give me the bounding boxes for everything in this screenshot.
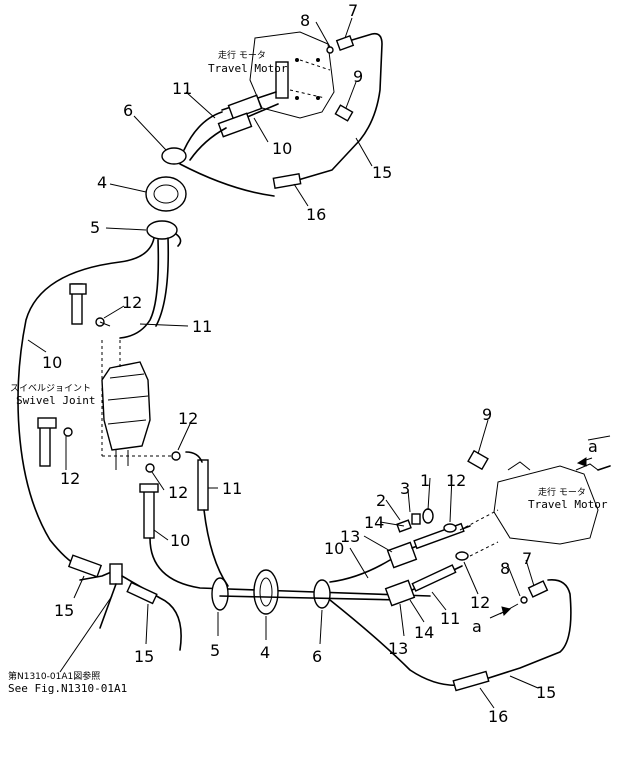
callout-7-right: 7	[522, 549, 532, 568]
callout-11-center: 11	[222, 479, 242, 498]
callout-10-center: 10	[170, 531, 190, 550]
callout-8-top: 8	[300, 11, 310, 30]
see-fig-label: See Fig.N1310-01A1	[8, 682, 127, 695]
callout-8-right: 8	[500, 559, 510, 578]
callout-11-top: 11	[172, 79, 192, 98]
callout-10-left: 10	[42, 353, 62, 372]
hoses-lower	[67, 509, 431, 651]
callout-12-upper: 12	[122, 293, 142, 312]
callout-2: 2	[376, 491, 386, 510]
fitting-9-right	[467, 449, 489, 471]
travel-motor-top: 走行 モータ Travel Motor	[208, 31, 335, 119]
reference-arrows: a a	[472, 437, 598, 636]
swivel-fittings	[37, 283, 209, 539]
callout-15-bottom: 15	[134, 647, 154, 666]
callout-15-left: 15	[54, 601, 74, 620]
hoses-left	[17, 237, 170, 567]
callout-6-top: 6	[123, 101, 133, 120]
callout-10-top: 10	[272, 139, 292, 158]
callout-15-right: 15	[536, 683, 556, 702]
see-fig-jp: 第N1310-01A1図参照	[8, 670, 100, 682]
callout-12-right: 12	[446, 471, 466, 490]
see-figure-note: 第N1310-01A1図参照 See Fig.N1310-01A1	[8, 595, 127, 695]
travel-motor-right: 走行 モータ Travel Motor	[493, 461, 611, 545]
clamp-top	[161, 147, 275, 197]
right-fittings	[329, 508, 499, 607]
callout-7-top: 7	[348, 1, 358, 20]
callout-12-mid: 12	[178, 409, 198, 428]
swivel-joint-label: Swivel Joint	[16, 394, 95, 407]
hose-bottom-right	[329, 435, 611, 692]
callout-4-bottom: 4	[260, 643, 270, 662]
clamp-lower-6	[219, 579, 401, 609]
callout-5-top: 5	[90, 218, 100, 237]
callout-9-top: 9	[353, 67, 363, 86]
travel-motor-top-label: Travel Motor	[208, 62, 288, 75]
callout-1: 1	[420, 471, 430, 490]
travel-motor-top-jp-label: 走行 モータ	[218, 49, 266, 61]
callout-14-lower: 14	[414, 623, 434, 642]
clamp-lower-5	[211, 577, 229, 611]
callout-12-center: 12	[168, 483, 188, 502]
callout-numbers: 7 8 9 11 6 10 15 4 16 5 12 11 10 12 12 9…	[42, 1, 556, 726]
callout-4-top: 4	[97, 173, 107, 192]
travel-motor-right-jp-label: 走行 モータ	[538, 486, 586, 498]
callout-3: 3	[400, 479, 410, 498]
callout-13-lower: 13	[388, 639, 408, 658]
callout-5-bottom: 5	[210, 641, 220, 660]
callout-15-top: 15	[372, 163, 392, 182]
callout-16-top: 16	[306, 205, 326, 224]
ref-a-bottom: a	[472, 617, 482, 636]
swivel-ring-top	[145, 176, 187, 212]
callout-13-upper: 13	[340, 527, 360, 546]
travel-motor-right-label: Travel Motor	[528, 498, 608, 511]
clamp-upper-5	[146, 220, 182, 247]
leader-lines	[27, 17, 539, 709]
callout-11-mid: 11	[192, 317, 212, 336]
hose-connectors-top	[183, 91, 279, 161]
ref-a-top: a	[588, 437, 598, 456]
callout-9-right: 9	[482, 405, 492, 424]
callout-11-lower: 11	[440, 609, 460, 628]
swivel-joint-jp-label: スイベルジョイント	[10, 384, 91, 394]
fittings-top-motor	[272, 32, 383, 189]
swivel-ring-lower	[253, 569, 279, 615]
callout-16-bottom: 16	[488, 707, 508, 726]
callout-10-right: 10	[324, 539, 344, 558]
swivel-joint: スイベルジョイント Swivel Joint	[10, 340, 176, 470]
callout-6-bottom: 6	[312, 647, 322, 666]
callout-12-lower: 12	[470, 593, 490, 612]
callout-12-left: 12	[60, 469, 80, 488]
callout-14-upper: 14	[364, 513, 384, 532]
